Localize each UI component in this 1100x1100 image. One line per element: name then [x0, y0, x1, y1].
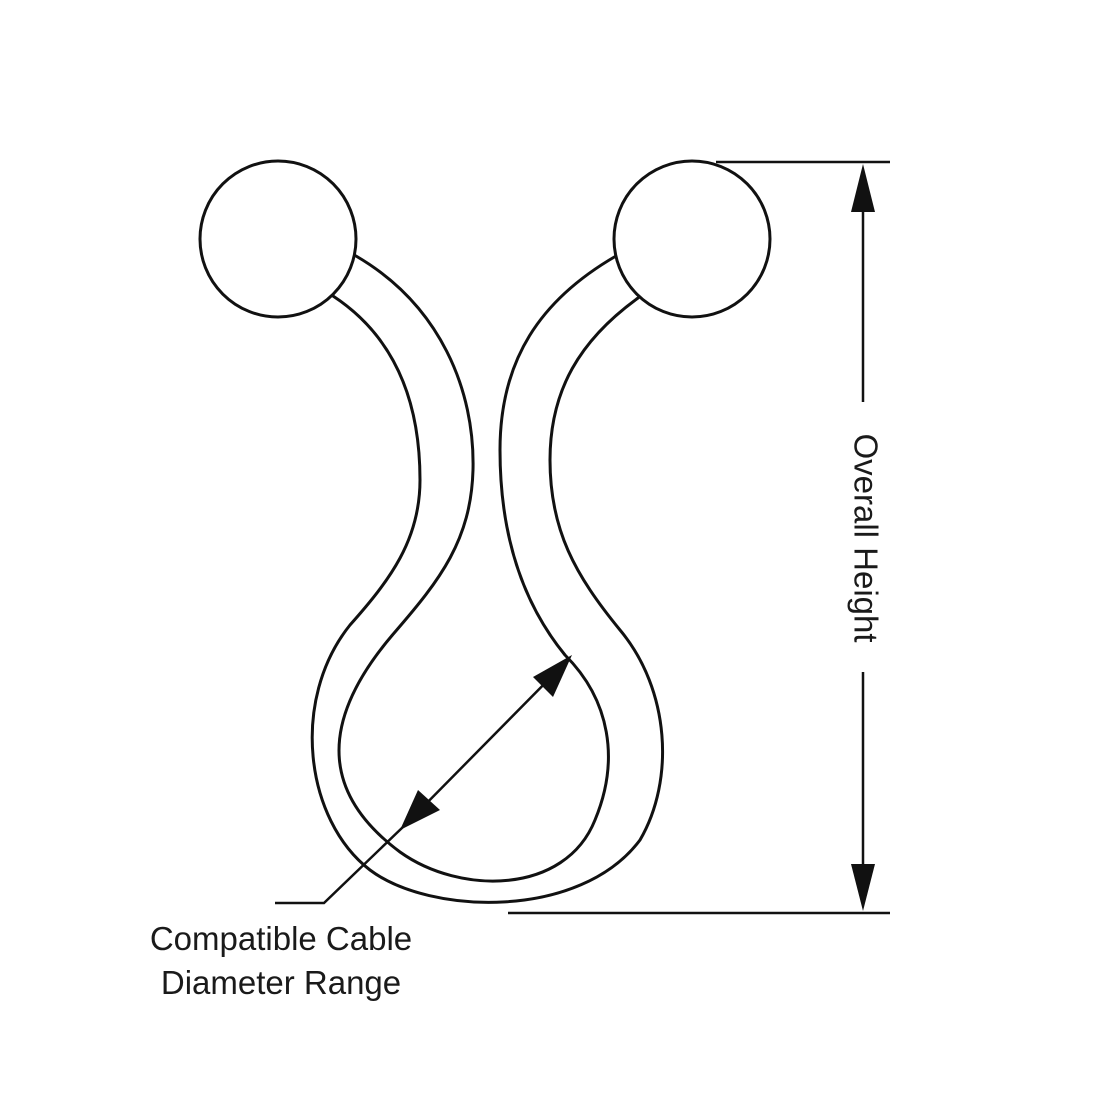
arrowhead-down-left: [400, 790, 440, 830]
overall-height-dimension: [508, 160, 890, 915]
clip-outer-outline: [337, 254, 618, 883]
arrowhead-up-right: [533, 655, 572, 697]
clip-inner-outline: [310, 294, 665, 904]
arrowhead-down: [851, 864, 875, 911]
overall-height-label: Overall Height: [847, 433, 884, 642]
arrowhead-up: [851, 164, 875, 212]
cable-diameter-dimension: [275, 655, 572, 905]
cable-diameter-label-line2: Diameter Range: [161, 964, 401, 1001]
cable-diameter-leader: [275, 825, 405, 905]
cable-diameter-label-line1: Compatible Cable: [150, 920, 412, 957]
cable-diameter-line: [411, 667, 561, 819]
right-knob: [612, 159, 772, 319]
left-knob: [198, 159, 358, 319]
